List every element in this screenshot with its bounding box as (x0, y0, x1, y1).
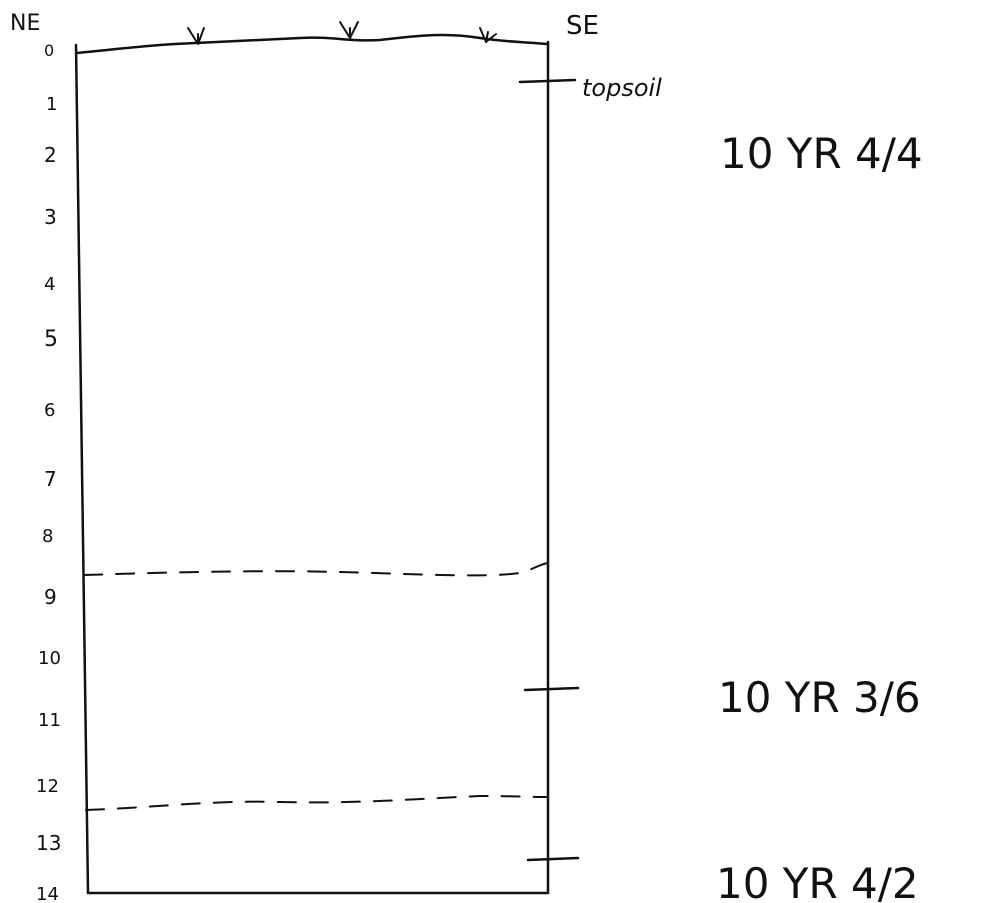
ground-surface-line (74, 33, 550, 55)
topsoil-label: topsoil (582, 74, 662, 102)
depth-label: 10 (38, 648, 61, 669)
depth-label: 2 (44, 143, 57, 167)
depth-label: 1 (46, 94, 57, 115)
depth-label: 6 (44, 400, 55, 421)
horizon-boundary-1 (83, 562, 549, 577)
depth-label: 11 (38, 710, 61, 731)
depth-label: 14 (36, 884, 59, 903)
horizon-boundary-2 (85, 794, 549, 811)
horizon-tick-3 (526, 856, 580, 862)
depth-label: 8 (42, 526, 53, 547)
profile-left-wall (74, 43, 90, 895)
depth-label: 7 (44, 467, 57, 491)
depth-label: 9 (44, 585, 57, 609)
depth-label: 0 (44, 41, 54, 60)
grass-icon (187, 21, 497, 45)
horizon-color-label: 10 YR 3/6 (718, 673, 921, 722)
corner-label-right: SE (566, 11, 599, 41)
topsoil-tick (518, 78, 577, 84)
horizon-tick-2 (523, 686, 580, 692)
depth-scale: 0 1 2 3 4 5 6 7 8 9 10 11 12 13 14 (36, 41, 61, 903)
depth-label: 3 (44, 205, 57, 229)
depth-label: 12 (36, 776, 59, 797)
horizon-color-label: 10 YR 4/4 (720, 129, 923, 178)
corner-label-left: NE (10, 11, 40, 36)
depth-label: 5 (44, 327, 58, 352)
depth-label: 13 (36, 831, 61, 855)
horizon-color-label: 10 YR 4/2 (716, 859, 919, 903)
depth-label: 4 (44, 274, 55, 295)
